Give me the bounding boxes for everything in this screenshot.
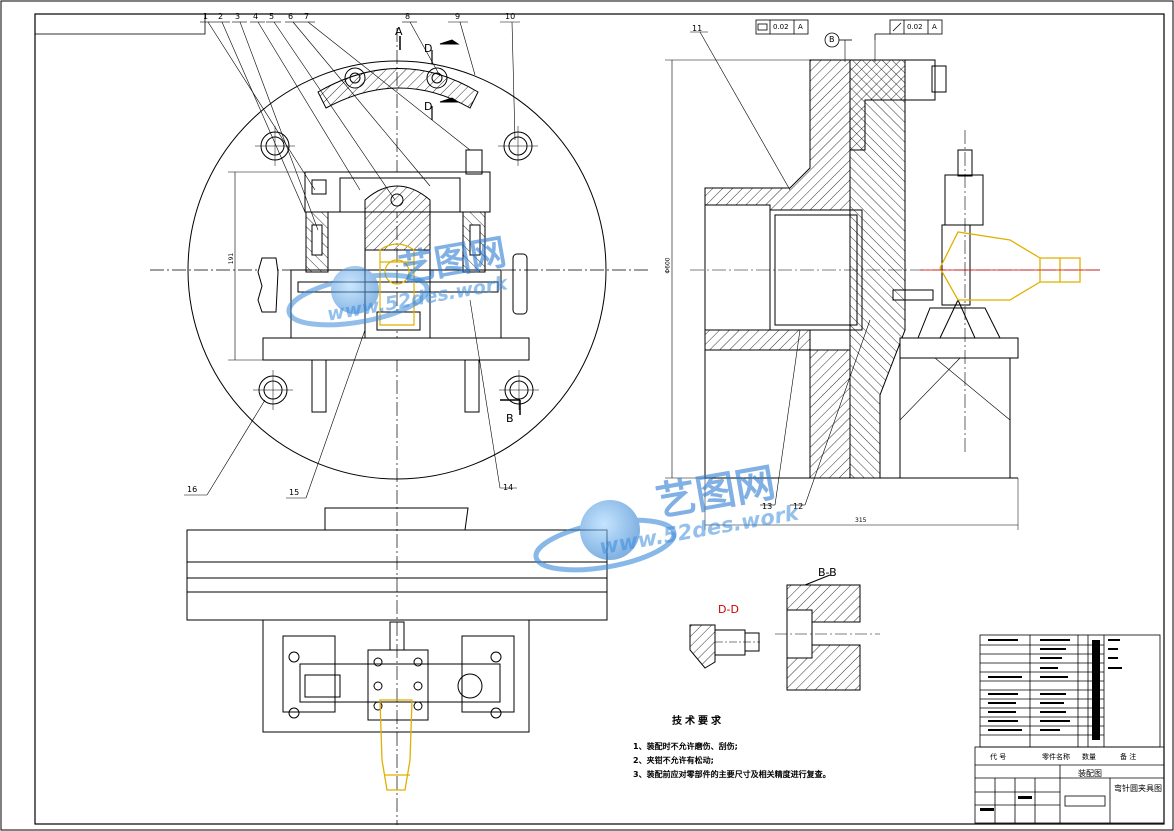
tolerance-frames — [755, 19, 943, 48]
view-bb-title: B-B — [818, 566, 837, 579]
tol-flat-value: 0.02 — [773, 23, 789, 31]
view-dd-title: D-D — [718, 603, 739, 616]
callout-1: 1 — [203, 12, 209, 21]
corner-box — [34, 13, 206, 35]
callout-2: 2 — [218, 12, 224, 21]
watermark-logo-1 — [286, 266, 430, 328]
drawing-type: 装配图 — [1078, 769, 1102, 778]
datum-b-label: B — [829, 35, 835, 44]
callout-4: 4 — [253, 12, 259, 21]
section-markers — [399, 36, 521, 415]
callout-3: 3 — [235, 12, 241, 21]
dim-diameter: Φ600 — [664, 257, 672, 274]
callout-16: 16 — [187, 485, 198, 494]
callout-11: 11 — [692, 24, 703, 33]
dim-height: 191 — [228, 252, 236, 265]
watermark-logo-2 — [533, 500, 677, 573]
tb-header-code: 代 号 — [990, 753, 1007, 761]
section-d-label-bottom: D — [424, 100, 433, 113]
callout-15: 15 — [289, 488, 300, 497]
workpiece-front — [379, 243, 415, 326]
section-d-label-top: D — [424, 42, 433, 55]
technical-requirements: 技术要求 1、装配时不允许磨伤、刮伤; 2、夹钳不允许有松动; 3、装配前应对零… — [630, 712, 900, 780]
front-view — [150, 28, 650, 825]
bom-fill — [980, 639, 1122, 811]
callout-7: 7 — [304, 12, 310, 21]
callout-10: 10 — [505, 12, 516, 21]
tech-req-2: 2、夹钳不允许有松动; — [633, 756, 714, 765]
tb-header-name: 零件名称 — [1042, 753, 1070, 761]
callout-13: 13 — [762, 502, 773, 511]
tech-title: 技术要求 — [672, 716, 724, 727]
side-view — [665, 31, 1100, 530]
tol-runout-datum: A — [932, 23, 937, 31]
callout-12: 12 — [793, 502, 804, 511]
section-b-label: B — [506, 412, 514, 425]
bom-table — [974, 634, 1165, 824]
view-dd — [689, 624, 760, 669]
view-bb — [775, 574, 880, 691]
drawing-name: 弯针圆夹具图 — [1114, 784, 1162, 793]
callout-leaders — [184, 21, 520, 499]
tb-header-note: 备 注 — [1120, 753, 1137, 761]
top-view — [186, 507, 608, 733]
callout-8: 8 — [405, 12, 411, 21]
tol-runout-value: 0.02 — [907, 23, 923, 31]
inner-border — [34, 13, 1165, 825]
dim-width: 315 — [855, 517, 867, 524]
callout-14: 14 — [503, 483, 514, 492]
callout-9: 9 — [455, 12, 461, 21]
callout-5: 5 — [269, 12, 275, 21]
tb-header-qty: 数量 — [1082, 753, 1096, 761]
workpiece-top — [379, 699, 413, 791]
tech-req-3: 3、装配前应对零部件的主要尺寸及相关精度进行复查。 — [633, 770, 831, 779]
tol-flat-datum: A — [798, 23, 803, 31]
section-a-label: A — [395, 25, 403, 38]
tech-req-1: 1、装配时不允许磨伤、刮伤; — [633, 742, 738, 751]
callout-6: 6 — [288, 12, 294, 21]
bolt-holes — [253, 126, 539, 410]
screw-heads — [288, 651, 502, 719]
